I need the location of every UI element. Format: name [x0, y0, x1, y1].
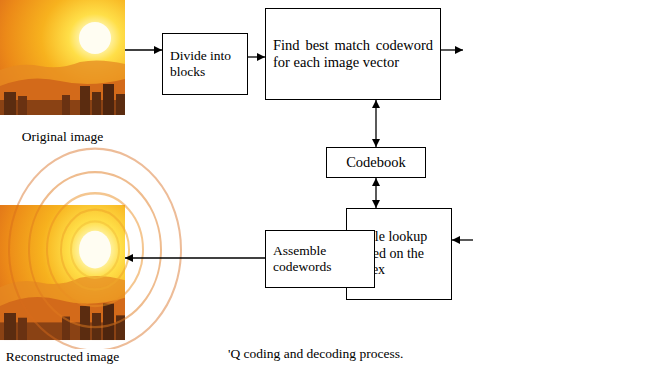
output-arrow [441, 49, 463, 50]
flow-arrow [375, 100, 376, 147]
illustration-part [9, 149, 181, 351]
process-box: Assemble codewords [265, 230, 375, 288]
illustration-part [71, 221, 119, 277]
box-label: Divide into blocks [170, 48, 240, 80]
flow-arrow [248, 56, 265, 57]
image-label: Original image [20, 129, 105, 145]
original-photo [0, 0, 125, 115]
illustration-part [29, 172, 161, 327]
reconstructed-photo [0, 149, 181, 351]
illustration-part [61, 210, 129, 290]
illustration-part [47, 193, 143, 306]
process-box: Divide into blocks [162, 33, 248, 95]
box-label: Assemble codewords [273, 243, 367, 275]
image-panel: Reconstructed image [0, 205, 125, 365]
figure-caption: 'Q coding and decoding process. [228, 346, 403, 362]
process-box: Find best match codeword for each image … [265, 8, 441, 100]
illustration-part [0, 205, 125, 340]
flow-arrow [125, 49, 162, 50]
image-label: Reconstructed image [4, 349, 122, 365]
flow-arrow [125, 257, 265, 258]
box-label: Codebook [334, 154, 418, 171]
input-arrow [452, 239, 473, 240]
box-label: Find best match codeword for each image … [273, 37, 433, 72]
image-panel: Original image [0, 0, 125, 145]
flow-arrow [375, 178, 376, 208]
process-box: Codebook [326, 147, 426, 178]
